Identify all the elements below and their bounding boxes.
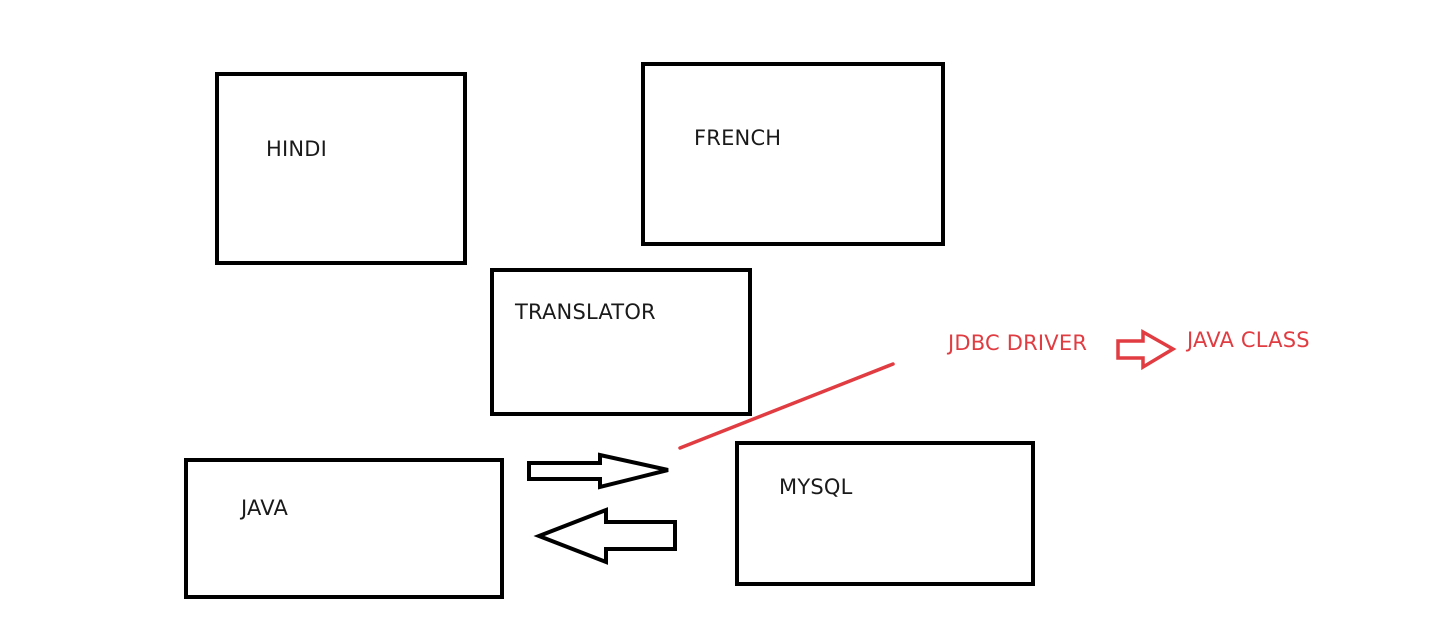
french-box <box>641 62 945 246</box>
red-right-arrow-icon <box>1116 328 1177 371</box>
french-label: FRENCH <box>694 126 782 150</box>
hindi-label: HINDI <box>266 137 328 161</box>
java-label: JAVA <box>241 496 289 520</box>
translator-label: TRANSLATOR <box>515 300 656 324</box>
jdbc-driver-label: JDBC DRIVER <box>948 331 1088 355</box>
jdbc-connector-line <box>678 362 895 450</box>
mysql-box <box>735 441 1035 586</box>
java-class-label: JAVA CLASS <box>1187 328 1310 352</box>
left-arrow-icon <box>533 507 677 565</box>
mysql-label: MYSQL <box>779 475 853 499</box>
right-arrow-icon <box>527 452 669 490</box>
hindi-box <box>215 72 467 265</box>
translator-box <box>490 268 752 416</box>
java-box <box>184 458 504 599</box>
